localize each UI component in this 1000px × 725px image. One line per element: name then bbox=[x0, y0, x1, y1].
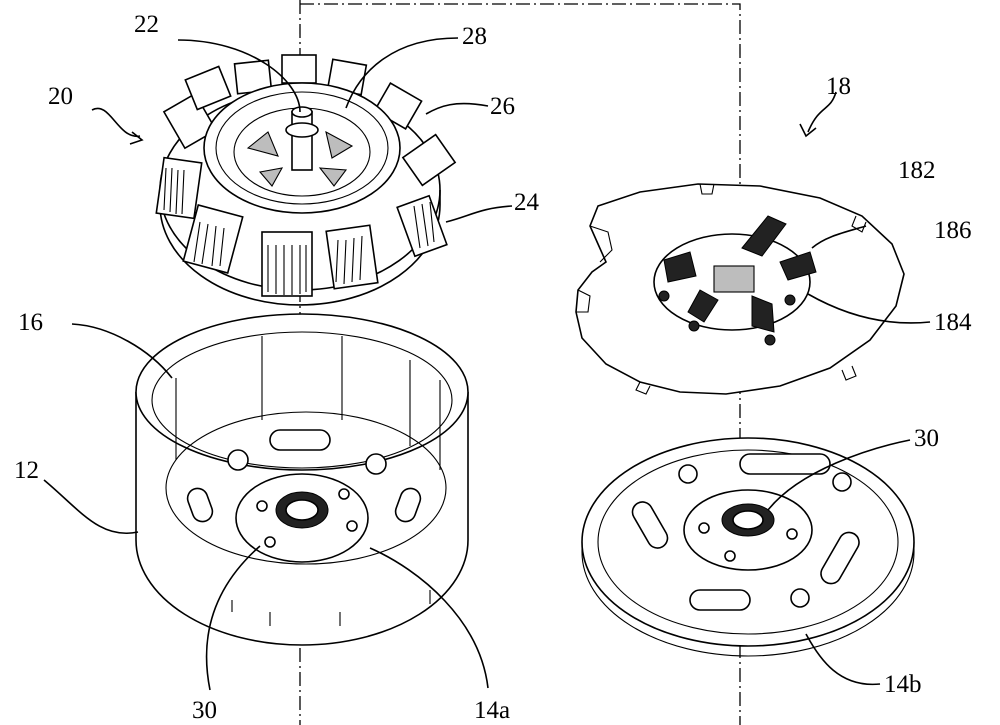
arrow-18 bbox=[807, 91, 837, 133]
label-22: 22 bbox=[134, 11, 159, 38]
label-186: 186 bbox=[934, 217, 972, 244]
leader-30-left bbox=[205, 545, 261, 691]
label-24: 24 bbox=[514, 189, 540, 216]
leader-16 bbox=[71, 323, 173, 379]
label-184: 184 bbox=[934, 309, 972, 336]
stator-assembly bbox=[155, 54, 457, 306]
rear-cover-assembly bbox=[581, 437, 915, 657]
arrowhead-18 bbox=[799, 123, 817, 138]
leader-28 bbox=[345, 37, 459, 109]
arrowhead-20 bbox=[129, 131, 144, 145]
label-14b: 14b bbox=[884, 671, 922, 698]
leader-22 bbox=[177, 39, 301, 113]
label-16: 16 bbox=[18, 309, 43, 336]
arrow-20 bbox=[91, 107, 141, 137]
label-26: 26 bbox=[490, 93, 515, 120]
leader-30-right bbox=[767, 439, 911, 511]
control-board-assembly bbox=[575, 183, 905, 395]
reference-labels: 22 28 20 26 24 18 182 186 184 16 12 30 3… bbox=[14, 11, 972, 724]
label-18: 18 bbox=[826, 73, 851, 100]
leader-lines bbox=[43, 37, 931, 691]
label-30-right: 30 bbox=[914, 425, 939, 452]
label-12: 12 bbox=[14, 457, 39, 484]
label-182: 182 bbox=[898, 157, 936, 184]
label-28: 28 bbox=[462, 23, 487, 50]
leader-26 bbox=[425, 102, 489, 115]
leader-24 bbox=[445, 205, 513, 223]
label-14a: 14a bbox=[474, 697, 510, 724]
housing-assembly bbox=[135, 313, 469, 646]
leader-14a bbox=[369, 547, 489, 689]
leader-184 bbox=[807, 293, 931, 324]
leader-186 bbox=[811, 225, 867, 249]
label-30-left: 30 bbox=[192, 697, 217, 724]
label-20: 20 bbox=[48, 83, 73, 110]
leader-14b bbox=[805, 633, 881, 686]
leader-12 bbox=[43, 479, 139, 535]
